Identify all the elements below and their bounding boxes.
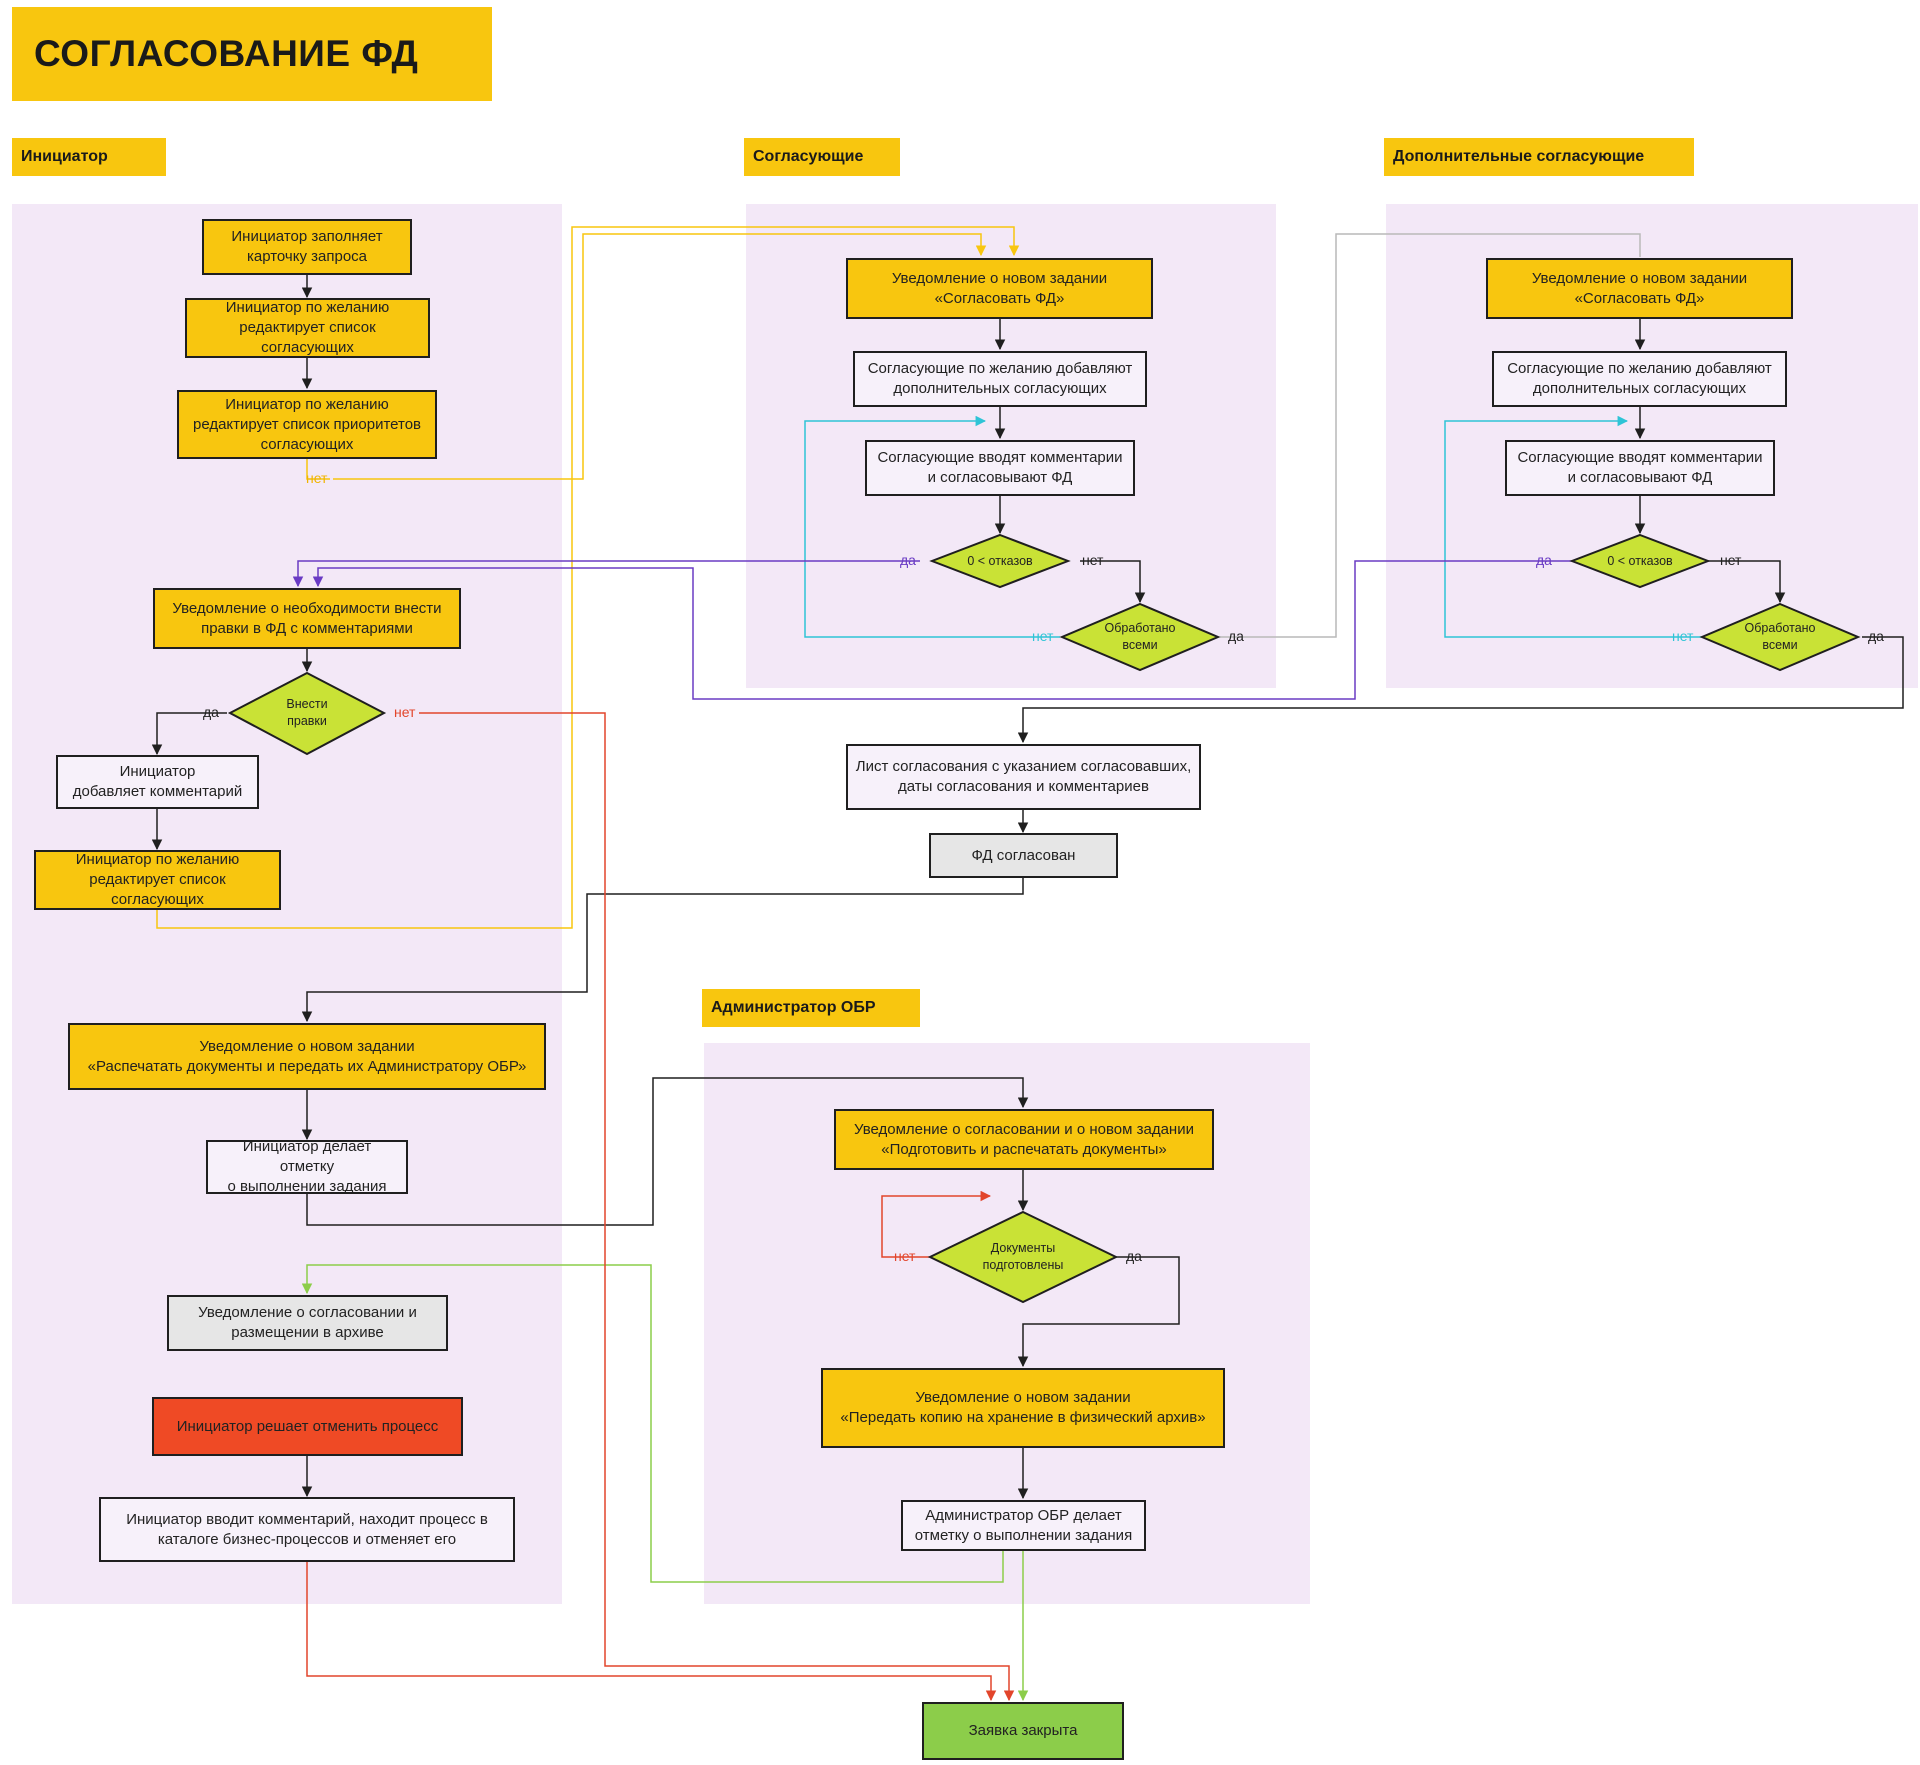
edge-a2-a2-no <box>881 1190 992 1258</box>
edge-e5-c1-yes <box>1017 636 1904 744</box>
edge-i3-s1-no <box>306 233 981 480</box>
decision-make-edits <box>227 671 387 756</box>
edge-s4-s5-no <box>1080 560 1146 604</box>
node-request-closed: Заявка закрыта <box>922 1702 1124 1760</box>
label-a2-no: нет <box>894 1248 916 1264</box>
lane-header-admin: Администратор ОБР <box>702 989 920 1027</box>
label-s5-no: нет <box>1032 628 1054 644</box>
title-banner: СОГЛАСОВАНИЕ ФД <box>12 7 492 101</box>
label-i5-no: нет <box>394 704 416 720</box>
lane-header-approvers: Согласующие <box>744 138 900 176</box>
edge-a2-a3-yes <box>1017 1256 1180 1368</box>
label-e4-yes: да <box>1536 552 1552 568</box>
node-fd-approved: ФД согласован <box>929 833 1118 878</box>
lane-header-initiator: Инициатор <box>12 138 166 176</box>
label-s5-yes: да <box>1228 628 1244 644</box>
node-approval-sheet: Лист согласования с указанием согласовав… <box>846 744 1201 810</box>
node-e-new-task: Уведомление о новом задании «Согласовать… <box>1486 258 1793 319</box>
label-i5-yes: да <box>203 704 219 720</box>
node-edit-approvers-list: Инициатор по желанию редактирует список … <box>185 298 430 358</box>
label-e4-no: нет <box>1720 552 1742 568</box>
node-a-notify-archive: Уведомление о новом задании «Передать ко… <box>821 1368 1225 1448</box>
edge-i5-end-no <box>419 712 1015 1702</box>
node-edit-approvers-list-2: Инициатор по желанию редактирует список … <box>34 850 281 910</box>
edge-c2-i8 <box>301 878 1024 1023</box>
node-mark-task-done: Инициатор делает отметку о выполнении за… <box>206 1138 408 1195</box>
node-e-comment-approve: Согласующие вводят комментарии и согласо… <box>1505 440 1775 496</box>
edge-a4-i10 <box>301 1264 1004 1583</box>
label-e5-no: нет <box>1672 628 1694 644</box>
node-edit-priorities: Инициатор по желанию редактирует список … <box>177 390 437 459</box>
label-i3-no: нет <box>306 470 328 486</box>
node-cancel-in-catalog: Инициатор вводит комментарий, находит пр… <box>99 1497 515 1562</box>
node-s-comment-approve: Согласующие вводят комментарии и согласо… <box>865 440 1135 496</box>
label-e5-yes: да <box>1868 628 1884 644</box>
node-add-comment: Инициатор добавляет комментарий <box>56 755 259 809</box>
node-notify-archived: Уведомление о согласовании и размещении … <box>167 1295 448 1351</box>
edge-s5-e1-yes <box>1220 233 1641 638</box>
edge-i7-s1 <box>156 226 1020 929</box>
edge-e5-e3-no <box>1444 415 1702 638</box>
label-s4-yes: да <box>900 552 916 568</box>
decision-processed-e <box>1699 602 1861 672</box>
label-a2-yes: да <box>1126 1248 1142 1264</box>
node-notify-print-docs: Уведомление о новом задании «Распечатать… <box>68 1023 546 1090</box>
edge-e4-e5-no <box>1708 560 1786 604</box>
node-e-add-approvers: Согласующие по желанию добавляют дополни… <box>1492 351 1787 407</box>
node-s-new-task: Уведомление о новом задании «Согласовать… <box>846 258 1153 319</box>
edge-i5-i6-yes <box>151 712 227 756</box>
label-s4-no: нет <box>1082 552 1104 568</box>
edge-s4-i4-yes <box>292 560 920 588</box>
page-title: СОГЛАСОВАНИЕ ФД <box>34 33 419 74</box>
node-fill-request-card: Инициатор заполняет карточку запроса <box>202 219 412 275</box>
edge-i12-end <box>306 1562 997 1702</box>
edge-s5-s3-no <box>804 415 1060 638</box>
decision-rejections-s <box>929 533 1071 589</box>
node-notify-edits-needed: Уведомление о необходимости внести правк… <box>153 588 461 649</box>
edge-e4-i4-yes <box>312 560 1572 700</box>
node-a-mark-done: Администратор ОБР делает отметку о выпол… <box>901 1500 1146 1551</box>
node-a-notify-prepare: Уведомление о согласовании и о новом зад… <box>834 1109 1214 1170</box>
node-s-add-approvers: Согласующие по желанию добавляют дополни… <box>853 351 1147 407</box>
decision-processed-s <box>1059 602 1221 672</box>
decision-docs-ready <box>927 1210 1119 1304</box>
decision-rejections-e <box>1569 533 1711 589</box>
node-cancel-process: Инициатор решает отменить процесс <box>152 1397 463 1456</box>
lane-header-extra-approvers: Дополнительные согласующие <box>1384 138 1694 176</box>
edge-i9-a1 <box>306 1077 1029 1226</box>
